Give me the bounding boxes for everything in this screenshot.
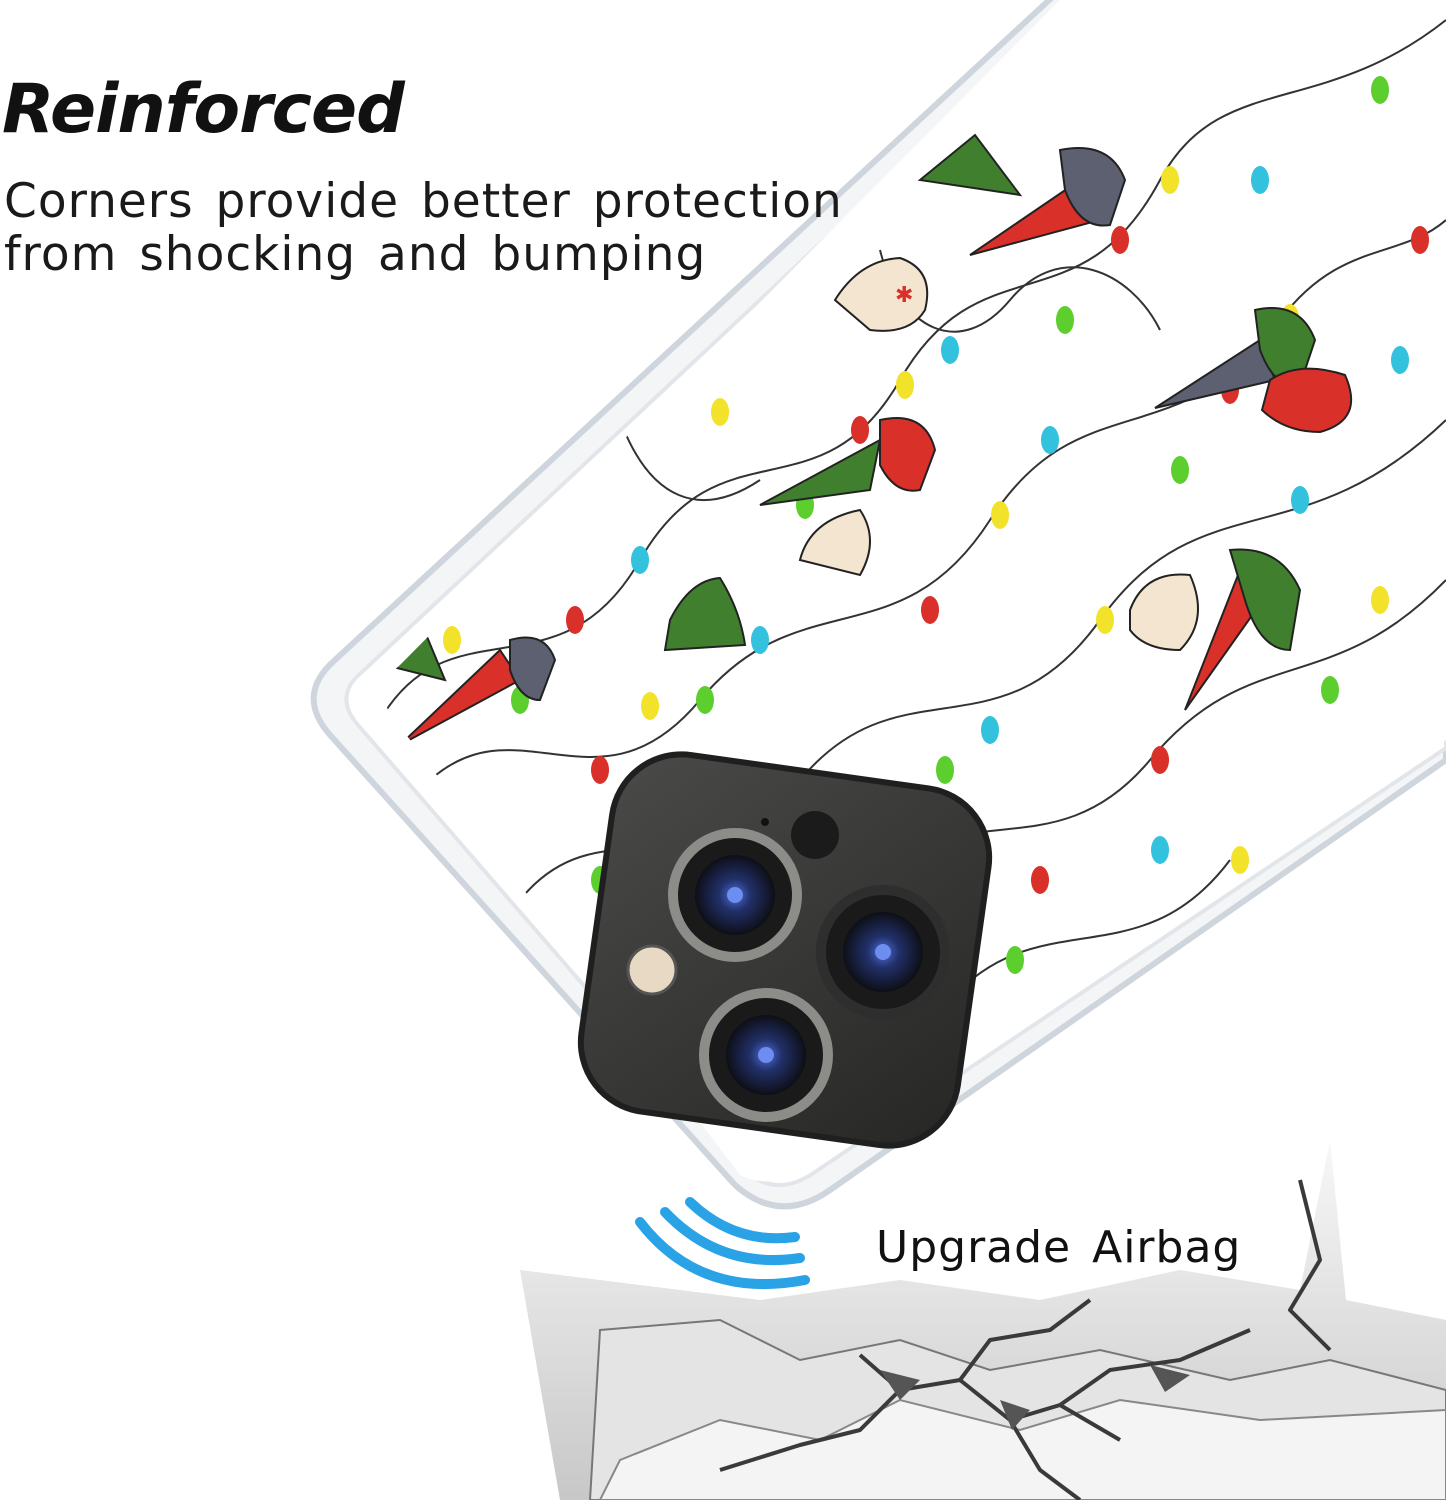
gift-sack: ✱ — [833, 256, 929, 332]
gnome-grey-1 — [1154, 307, 1353, 434]
gnome-green-1 — [759, 417, 937, 577]
subline-line-1: Corners provide better protection — [4, 174, 843, 229]
gnome-red-2 — [917, 133, 1127, 256]
camera-mic — [761, 818, 769, 826]
subline: Corners provide better protection from s… — [4, 175, 843, 281]
camera-flash — [626, 944, 678, 996]
headline: Reinforced — [2, 70, 405, 149]
gnome-red-3 — [1129, 548, 1302, 711]
gnome-green-bell — [663, 576, 747, 652]
camera-lidar — [791, 811, 839, 859]
svg-text:✱: ✱ — [895, 283, 913, 308]
signal-waves-icon — [635, 1197, 810, 1290]
subline-line-2: from shocking and bumping — [4, 227, 707, 282]
cracked-ground — [520, 1140, 1446, 1500]
airbag-label: Upgrade Airbag — [876, 1222, 1242, 1273]
camera-module — [577, 751, 993, 1149]
